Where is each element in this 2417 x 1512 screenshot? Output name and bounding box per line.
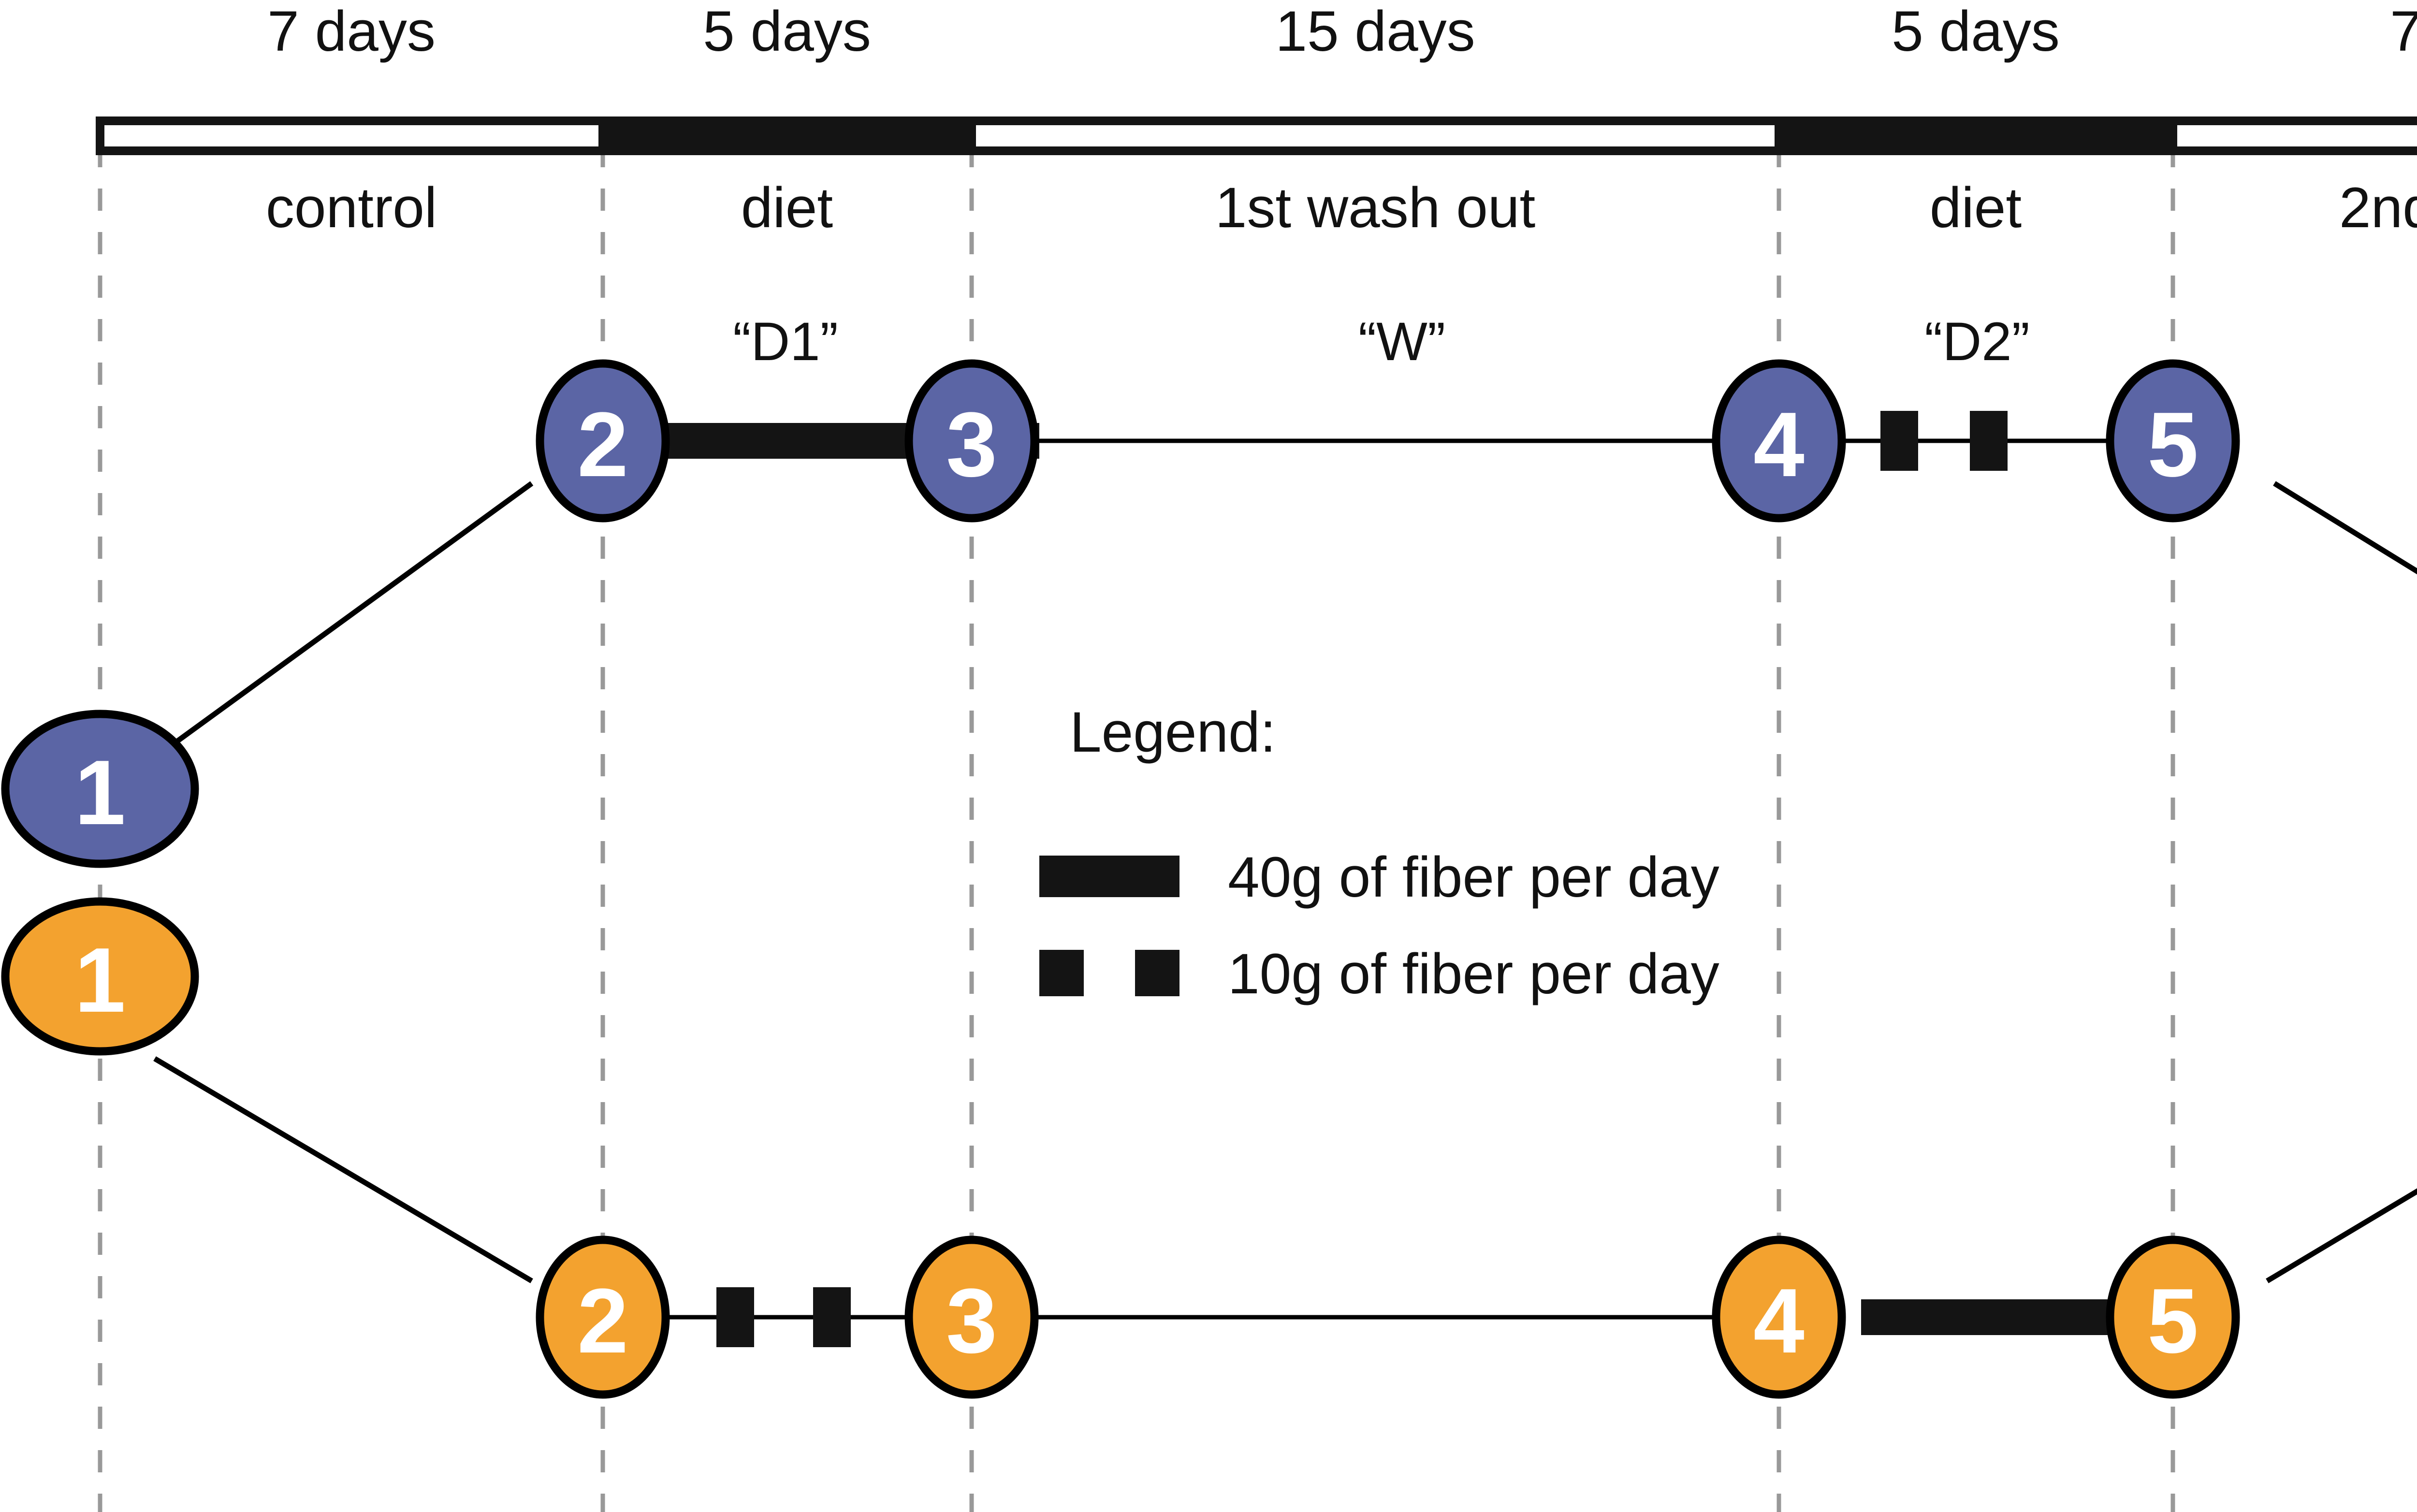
legend-solid-label: 40g of fiber per day: [1228, 845, 1719, 909]
node-b-2[interactable]: 2: [536, 1236, 670, 1399]
node-a-3[interactable]: 3: [904, 359, 1039, 523]
node-b-3-shape[interactable]: [904, 1236, 1039, 1399]
edge-a-4-5-dash-1: [1880, 411, 1918, 471]
timeline-bar: [96, 116, 2417, 155]
node-a-1[interactable]: 1: [1, 710, 199, 868]
node-a-5-label: 5: [2147, 393, 2199, 496]
legend-entry-solid: 40g of fiber per day: [1039, 845, 1719, 909]
node-b-3[interactable]: 3: [904, 1236, 1039, 1399]
arm-b-nodes: 1 2 3 4 5 6: [1, 897, 2240, 1399]
node-b-5-label: 5: [2147, 1270, 2199, 1372]
node-a-5[interactable]: 5: [2106, 359, 2240, 523]
node-b-2-label: 2: [577, 1270, 628, 1372]
node-a-4[interactable]: 4: [1712, 359, 1846, 523]
duration-label-control: 7 days: [267, 0, 436, 63]
legend-solid-swatch-icon: [1039, 856, 1179, 897]
period-label-d1: “D1”: [733, 311, 838, 372]
node-a-4-label: 4: [1753, 393, 1805, 496]
phase-label-washout-1: 1st wash out: [1215, 176, 1535, 240]
timeline-segment-control: [96, 116, 607, 155]
edge-b-5-6: [2266, 1188, 2417, 1283]
node-a-2[interactable]: 2: [536, 359, 670, 523]
arm-a-edges: [158, 411, 2417, 756]
phase-label-diet-2: diet: [1930, 176, 2022, 240]
node-a-4-shape[interactable]: [1712, 359, 1846, 523]
legend-dashed-swatch-icon-1: [1039, 950, 1084, 996]
duration-label-diet-2: 5 days: [1892, 0, 2060, 63]
arm-a-nodes: 1 2 3 4 5 6: [1, 359, 2240, 868]
duration-label-washout-2: 7 days: [2390, 0, 2417, 63]
node-b-4-shape[interactable]: [1712, 1236, 1846, 1399]
node-b-1[interactable]: 1: [1, 897, 199, 1056]
edge-a-4-5-dash-2: [1970, 411, 2008, 471]
timeline-segment-washout-1: [967, 116, 1783, 155]
timeline-segment-washout-2: [2169, 116, 2417, 155]
edge-b-1-2: [153, 1056, 533, 1283]
node-b-5[interactable]: 5: [2106, 1236, 2240, 1399]
period-label-d2: “D2”: [1924, 311, 2030, 372]
period-label-w: “W”: [1358, 311, 1445, 372]
node-b-2-shape[interactable]: [536, 1236, 670, 1399]
edge-a-1-2: [158, 481, 534, 756]
edge-b-2-3-dash-2: [813, 1287, 851, 1347]
node-b-5-shape[interactable]: [2106, 1236, 2240, 1399]
node-b-4-label: 4: [1753, 1270, 1805, 1372]
legend-title: Legend:: [1070, 700, 1276, 764]
arm-b-edges: [153, 1056, 2417, 1347]
node-a-1-shape[interactable]: [1, 710, 199, 868]
duration-label-washout-1: 15 days: [1275, 0, 1475, 63]
node-b-3-label: 3: [946, 1270, 997, 1372]
node-a-2-shape[interactable]: [536, 359, 670, 523]
legend-dashed-label: 10g of fiber per day: [1228, 942, 1719, 1006]
node-a-1-label: 1: [74, 741, 126, 844]
duration-labels: 7 days 5 days 15 days 5 days 7 days: [267, 0, 2417, 63]
phase-label-washout-2: 2nd wash out: [2339, 176, 2417, 240]
node-b-4[interactable]: 4: [1712, 1236, 1846, 1399]
duration-label-diet-1: 5 days: [703, 0, 871, 63]
node-b-1-label: 1: [74, 929, 126, 1032]
edge-b-2-3-dash-1: [716, 1287, 754, 1347]
node-a-3-shape[interactable]: [904, 359, 1039, 523]
timeline-segment-diet-2: [1779, 116, 2173, 155]
period-code-labels: “D1” “W” “D2”: [733, 311, 2030, 372]
phase-labels: control diet 1st wash out diet 2nd wash …: [266, 176, 2417, 240]
legend-entry-dashed: 10g of fiber per day: [1039, 942, 1719, 1006]
phase-label-control: control: [266, 176, 437, 240]
legend: Legend: 40g of fiber per day 10g of fibe…: [1039, 700, 1719, 1006]
phase-label-diet-1: diet: [741, 176, 833, 240]
edge-a-5-6: [2273, 481, 2417, 575]
timeline-segment-diet-1: [603, 116, 972, 155]
node-a-5-shape[interactable]: [2106, 359, 2240, 523]
legend-dashed-swatch-icon-2: [1135, 950, 1179, 996]
node-b-1-shape[interactable]: [1, 897, 199, 1056]
node-a-2-label: 2: [577, 393, 628, 496]
node-a-3-label: 3: [946, 393, 997, 496]
